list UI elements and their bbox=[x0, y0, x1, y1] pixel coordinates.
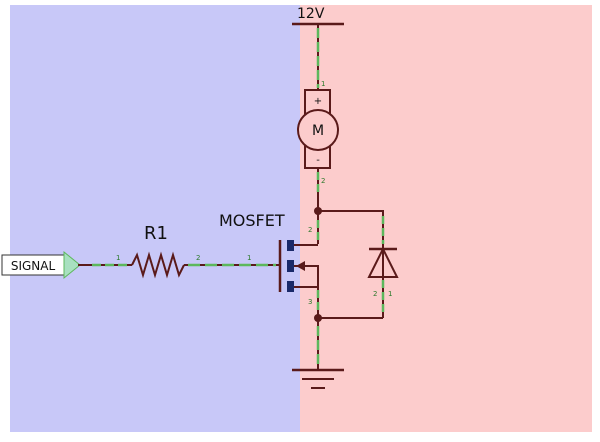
motor-plus-label: + bbox=[314, 96, 322, 107]
r1-out-pin-number: 2 bbox=[196, 254, 200, 262]
motor-bottom-pin-number: 2 bbox=[321, 177, 325, 185]
signal-label: SIGNAL bbox=[11, 259, 56, 273]
motor-label: M bbox=[312, 123, 324, 139]
mosfet-label: MOSFET bbox=[219, 211, 285, 230]
resistor-label: R1 bbox=[144, 223, 168, 244]
diode-symbol-icon bbox=[367, 246, 399, 278]
motor-top-pin-number: 1 bbox=[321, 80, 325, 88]
motor-minus-label: - bbox=[316, 155, 320, 166]
diode-right-pin-number: 1 bbox=[388, 290, 392, 298]
resistor-zigzag-symbol-icon bbox=[131, 251, 185, 279]
high-side-region bbox=[300, 5, 592, 432]
low-side-region bbox=[10, 5, 300, 432]
supply-label: 12V bbox=[297, 6, 325, 22]
signal-connector bbox=[1, 250, 81, 280]
r1-in-pin-number: 1 bbox=[116, 254, 120, 262]
drain-pin-number: 2 bbox=[308, 226, 312, 234]
gate-pin-number: 1 bbox=[247, 254, 251, 262]
diode-left-pin-number: 2 bbox=[373, 290, 377, 298]
source-pin-number: 3 bbox=[308, 298, 312, 306]
ground-symbol-icon bbox=[292, 368, 344, 389]
